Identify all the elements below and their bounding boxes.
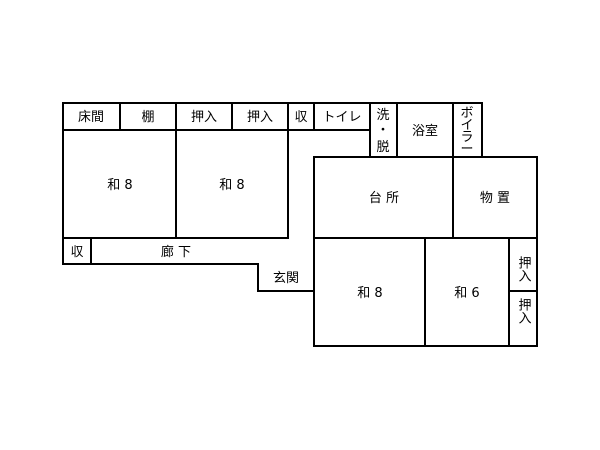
label-kitchen: 台 所	[369, 191, 399, 206]
label-shuno-left: 収	[70, 245, 83, 260]
boiler-wall	[452, 102, 483, 158]
label-washitsu-left: 和 8	[107, 178, 132, 193]
label-boiler-1: ボ	[460, 106, 473, 121]
label-tokonoma: 床間	[78, 110, 104, 125]
label-shuno-top: 収	[294, 110, 307, 125]
label-oshiire-top-2: 押入	[247, 110, 273, 125]
label-oshiire-top-1: 押入	[191, 110, 217, 125]
label-oshiire-right-1: 押入	[516, 256, 532, 282]
label-bath: 浴室	[412, 123, 438, 139]
label-washitsu-br6: 和 6	[454, 286, 479, 301]
label-senmen-2: 脱	[376, 140, 389, 155]
label-tana: 棚	[141, 110, 154, 125]
label-toilet: トイレ	[322, 110, 361, 125]
outer-wall	[62, 102, 538, 347]
label-entrance: 玄関	[273, 271, 299, 286]
label-boiler-4: ー	[460, 142, 473, 157]
label-corridor: 廊 下	[161, 244, 191, 260]
label-senmen-dot: ・	[376, 123, 389, 138]
label-washitsu-br8: 和 8	[357, 286, 382, 301]
label-storage: 物 置	[480, 191, 510, 206]
label-oshiire-right-2: 押入	[516, 298, 532, 324]
label-washitsu-mid: 和 8	[219, 178, 244, 193]
label-senmen-1: 洗	[376, 108, 389, 123]
label-boiler-2: イ	[460, 118, 473, 133]
label-boiler-3: ラ	[460, 130, 473, 145]
